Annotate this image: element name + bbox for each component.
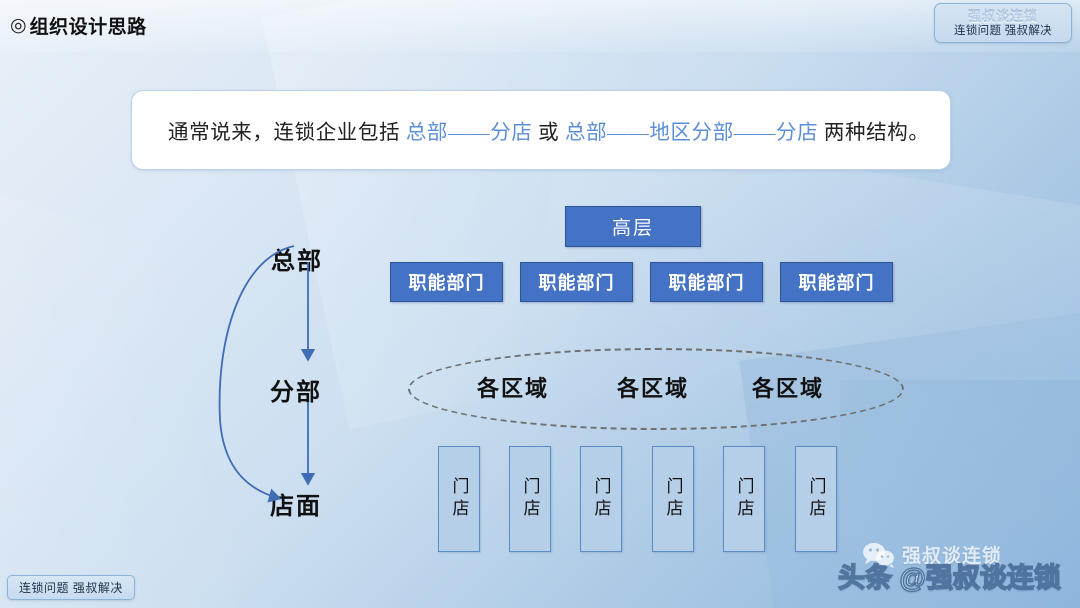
wechat-watermark-label: 强叔谈连锁	[902, 546, 1003, 567]
store-box: 门店	[652, 446, 694, 552]
intro-chain-a: 总部——分店	[405, 122, 533, 144]
bullet-circle-icon: ◎	[10, 15, 27, 36]
store-box-label: 门店	[734, 477, 754, 521]
toutiao-watermark-label: 头条 @强叔谈连锁	[837, 562, 1061, 594]
store-box-label: 门店	[591, 477, 611, 521]
region-label: 各区域	[617, 376, 690, 401]
region-ellipse-outline	[408, 348, 904, 430]
store-box-label: 门店	[806, 477, 826, 521]
intro-callout-box: 通常说来，连锁企业包括 总部——分店 或 总部——地区分部——分店 两种结构。	[131, 90, 951, 170]
page-title: 组织设计思路	[29, 17, 147, 38]
org-box-department: 职能部门	[520, 262, 633, 302]
org-box-department: 职能部门	[650, 262, 763, 302]
stage-flow-arrows	[218, 245, 316, 503]
intro-chain-b: 总部——地区分部——分店	[565, 122, 819, 144]
footer-badge: 连锁问题 强叔解决	[7, 575, 135, 600]
org-box-top-management: 高层	[565, 206, 701, 247]
store-box: 门店	[438, 446, 480, 552]
intro-suffix: 两种结构。	[818, 122, 930, 144]
store-box: 门店	[580, 446, 622, 552]
intro-prefix: 通常说来，连锁企业包括	[168, 122, 406, 144]
wechat-icon	[863, 542, 894, 568]
header-bar	[0, 0, 1080, 52]
stage-label-division: 分部	[270, 379, 322, 406]
intro-conjunction: 或	[532, 122, 565, 144]
store-box: 门店	[723, 446, 765, 552]
page-title-group: ◎ 组织设计思路	[10, 12, 147, 39]
intro-text: 通常说来，连锁企业包括 总部——分店 或 总部——地区分部——分店 两种结构。	[132, 115, 929, 145]
store-box-label: 门店	[520, 477, 540, 521]
org-box-department: 职能部门	[780, 262, 893, 302]
brand-badge-title: 强叔谈连锁	[967, 8, 1038, 24]
store-box-label: 门店	[663, 477, 683, 521]
region-label: 各区域	[752, 376, 825, 401]
brand-badge: 强叔谈连锁 连锁问题 强叔解决	[934, 3, 1072, 43]
store-box: 门店	[509, 446, 551, 552]
wechat-watermark: 强叔谈连锁	[862, 541, 1002, 568]
region-label: 各区域	[477, 376, 550, 401]
store-box: 门店	[795, 446, 837, 552]
org-box-department: 职能部门	[390, 262, 503, 302]
stage-label-headquarters: 总部	[271, 248, 323, 275]
brand-badge-subtitle: 连锁问题 强叔解决	[954, 24, 1052, 37]
store-box-label: 门店	[449, 477, 469, 521]
arrow-hq-to-store-bypass	[218, 245, 295, 503]
